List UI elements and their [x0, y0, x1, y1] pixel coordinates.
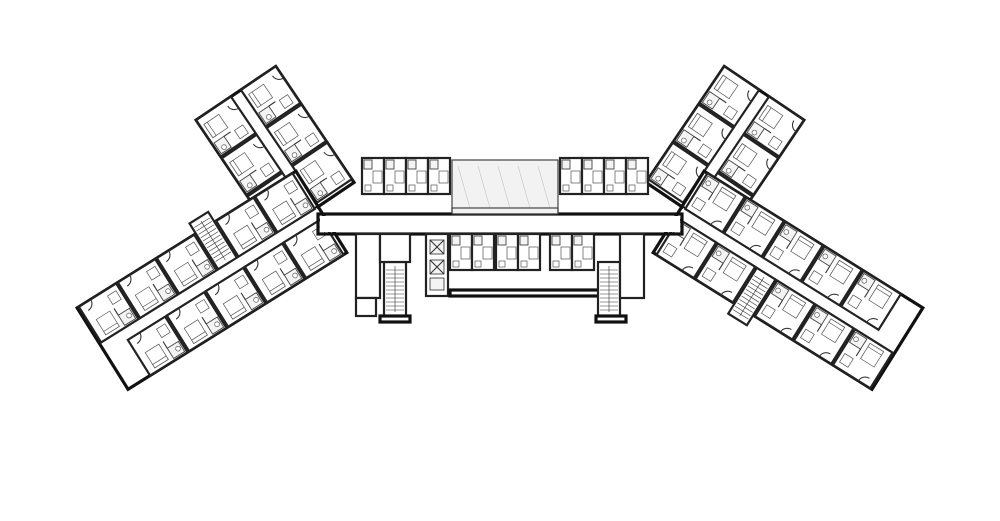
- atrium: [451, 159, 559, 215]
- right-lower-wing: [650, 168, 926, 392]
- left-lower-wing: [74, 168, 350, 392]
- north-rooms-left: [360, 156, 452, 196]
- south-rooms: [448, 232, 602, 298]
- south-right-stair: [594, 232, 646, 324]
- central-block: [316, 156, 684, 324]
- elevator-core: [424, 232, 450, 298]
- north-rooms-right: [558, 156, 650, 196]
- south-left-stair: [354, 232, 412, 324]
